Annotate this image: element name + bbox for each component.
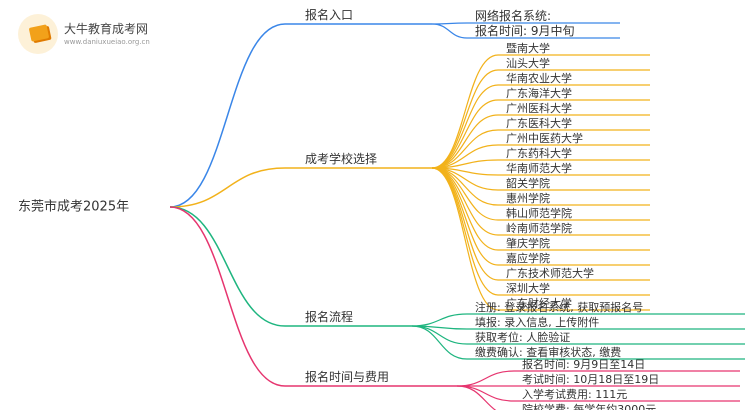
leaf-label-schools-15: 广东技术师范大学 [506,266,594,280]
edge-schools-2 [431,84,499,169]
leaf-label-schools-2: 华南农业大学 [506,71,572,85]
leaf-label-schools-4: 广州医科大学 [506,101,572,115]
leaf-label-schools-11: 韩山师范学院 [506,206,572,220]
edge-root-process [169,206,286,327]
edge-schools-5 [431,129,499,169]
edge-schools-11 [431,167,499,221]
leaf-label-schools-8: 华南师范大学 [506,161,572,175]
edge-schools-3 [431,99,499,169]
leaf-label-schools-9: 韶关学院 [506,176,550,190]
leaf-label-schools-0: 暨南大学 [506,41,550,55]
leaf-label-process-3: 缴费确认: 查看审核状态, 缴费 [475,345,621,359]
leaf-label-schools-12: 岭南师范学院 [506,221,572,235]
leaf-label-schools-14: 嘉应学院 [506,251,550,265]
leaf-label-schools-5: 广东医科大学 [506,116,572,130]
edge-schools-15 [431,167,499,281]
leaf-label-schools-3: 广东海洋大学 [506,86,572,100]
edge-root-time_fee [169,206,286,387]
logo-name: 大牛教育成考网 [64,22,149,36]
leaf-label-process-2: 获取考位: 人脸验证 [475,330,570,344]
edge-schools-0 [431,54,499,169]
leaf-label-schools-10: 惠州学院 [506,191,550,205]
edge-schools-14 [431,167,499,266]
branch-label-process: 报名流程 [305,309,353,324]
edge-schools-1 [431,69,499,169]
logo-url: www.daniuxueiao.org.cn [64,38,150,46]
leaf-label-time_fee-0: 报名时间: 9月9日至14日 [522,357,645,371]
edge-entry-1 [431,23,468,39]
branch-label-time_fee: 报名时间与费用 [305,369,389,384]
leaf-label-entry-1: 报名时间: 9月中旬 [475,23,575,38]
branch-label-entry: 报名入口 [305,7,353,22]
leaf-label-schools-6: 广州中医药大学 [506,131,583,145]
leaf-label-schools-13: 肇庆学院 [506,236,550,250]
edge-schools-17 [431,167,499,311]
branch-label-schools: 成考学校选择 [305,151,377,166]
leaf-label-schools-17: 广东财经大学 [506,296,572,310]
leaf-label-time_fee-2: 入学考试费用: 111元 [522,387,627,401]
root-node-label: 东莞市成考2025年 [18,199,129,215]
leaf-label-process-0: 注册: 登录报名系统, 获取预报名号 [475,300,643,314]
leaf-label-schools-7: 广东药科大学 [506,146,572,160]
edge-process-3 [411,325,468,360]
watermark-logo: 大牛教育成考网 www.daniuxueiao.org.cn [10,8,190,54]
edge-entry-0 [431,22,468,25]
leaf-label-process-1: 填报: 录入信息, 上传附件 [475,315,599,329]
leaf-label-time_fee-1: 考试时间: 10月18日至19日 [522,373,659,386]
edge-process-0 [411,313,468,327]
edge-root-schools [169,167,286,208]
edge-time_fee-3 [456,385,497,410]
edge-time_fee-2 [456,385,515,402]
edge-time_fee-0 [456,370,515,387]
leaf-label-schools-1: 汕头大学 [506,56,550,70]
leaf-label-schools-16: 深圳大学 [506,281,550,295]
edge-root-entry [169,23,286,208]
leaf-label-time_fee-3: 院校学费: 每学年约3000元 [522,402,656,410]
leaf-label-entry-0: 网络报名系统: [475,8,551,23]
